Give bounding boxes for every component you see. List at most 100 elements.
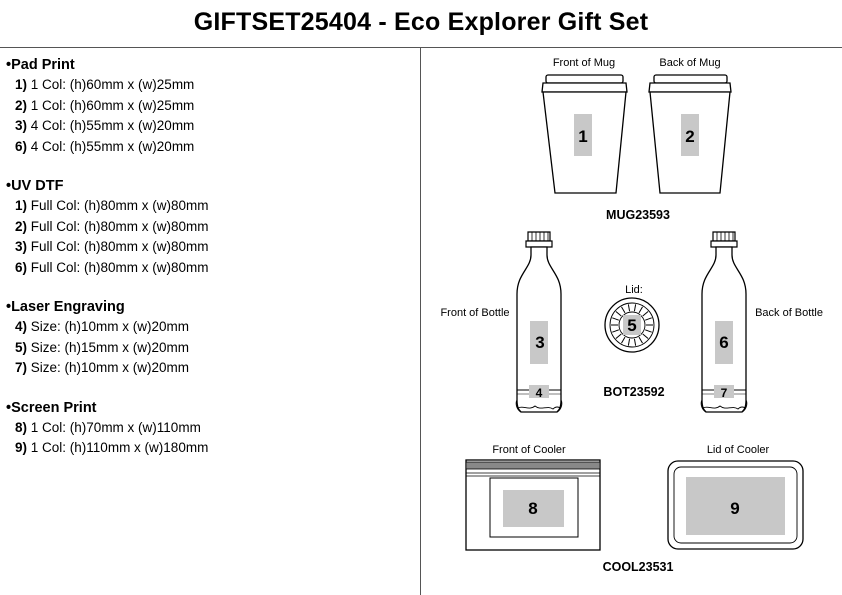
- lid-ridge: [612, 329, 620, 333]
- position-number: 1): [15, 198, 28, 213]
- spec-text: Full Col: (h)80mm x (w)80mm: [30, 198, 209, 213]
- spec-row: 9) 1 Col: (h)110mm x (w)180mm: [6, 438, 411, 459]
- print-area-8: [503, 490, 564, 527]
- mug-front-label: Front of Mug: [553, 57, 615, 69]
- print-area-number: 8: [528, 499, 537, 518]
- print-area-number: 5: [627, 316, 636, 335]
- print-area-4: [529, 385, 549, 398]
- print-area-number: 7: [721, 386, 728, 400]
- lid-ridge: [627, 338, 631, 346]
- position-number: 1): [15, 77, 28, 92]
- bottle-front: 3 4: [515, 231, 563, 413]
- position-number: 7): [15, 360, 28, 375]
- lid-ridge: [612, 317, 620, 321]
- lid-ridge: [633, 304, 637, 312]
- position-number: 5): [15, 339, 28, 355]
- print-area-5: [623, 315, 641, 335]
- bullet: •: [6, 57, 12, 73]
- spec-text: Full Col: (h)80mm x (w)80mm: [30, 239, 209, 254]
- print-area-number: 9: [730, 499, 739, 518]
- lid-ridge: [642, 311, 649, 317]
- position-number: 8): [15, 419, 28, 435]
- print-area-7: [714, 385, 734, 398]
- print-area-9: [686, 477, 785, 535]
- cooler-product-code: COOL23531: [603, 560, 674, 574]
- bottle-front-label: Front of Bottle: [440, 307, 509, 319]
- spec-row: 1) 1 Col: (h)60mm x (w)25mm: [6, 75, 411, 96]
- bottle-back: 6 7: [700, 231, 748, 413]
- print-area-number: 3: [535, 333, 544, 352]
- section-name: UV DTF: [11, 178, 64, 194]
- bullet: •: [6, 299, 12, 315]
- spec-row: 2) Full Col: (h)80mm x (w)80mm: [6, 217, 411, 238]
- section-pad-print: •Pad Print 1) 1 Col: (h)60mm x (w)25mm 2…: [6, 55, 411, 157]
- print-area-number: 4: [536, 386, 543, 400]
- section-uv-dtf: •UV DTF 1) Full Col: (h)80mm x (w)80mm 2…: [6, 176, 411, 278]
- page-title: GIFTSET25404 - Eco Explorer Gift Set: [193, 8, 649, 36]
- bullet: •: [6, 399, 12, 416]
- spec-text: Full Col: (h)80mm x (w)80mm: [30, 218, 209, 234]
- spec-text: 4 Col: (h)55mm x (w)20mm: [30, 138, 195, 154]
- lid-ridge: [638, 306, 643, 314]
- lid-label: Lid:: [625, 284, 643, 296]
- print-area-number: 1: [578, 127, 587, 146]
- mug-product-code: MUG23593: [606, 208, 670, 222]
- section-heading: •UV DTF: [6, 176, 411, 196]
- spec-text: Full Col: (h)80mm x (w)80mm: [30, 259, 209, 275]
- lid-ridge: [621, 306, 626, 314]
- mug-front: 1: [541, 74, 628, 194]
- lid-ridge: [633, 338, 637, 346]
- section-name: Screen Print: [11, 399, 97, 416]
- spec-text: 1 Col: (h)60mm x (w)25mm: [30, 77, 195, 92]
- spec-row: 6) 4 Col: (h)55mm x (w)20mm: [6, 137, 411, 158]
- spec-text: Size: (h)10mm x (w)20mm: [30, 360, 190, 375]
- position-number: 3): [15, 118, 28, 133]
- header-divider: [0, 47, 842, 48]
- position-number: 6): [15, 138, 28, 154]
- section-heading: •Laser Engraving: [6, 297, 411, 317]
- section-screen-print: •Screen Print 8) 1 Col: (h)70mm x (w)110…: [6, 398, 411, 459]
- position-number: 6): [15, 259, 28, 275]
- lid-ridge: [627, 304, 631, 312]
- spec-row: 3) Full Col: (h)80mm x (w)80mm: [6, 237, 411, 258]
- cooler-front: 8: [465, 459, 601, 551]
- print-area-number: 6: [719, 333, 728, 352]
- spec-row: 1) Full Col: (h)80mm x (w)80mm: [6, 196, 411, 217]
- section-name: Laser Engraving: [11, 299, 125, 315]
- spec-text: 1 Col: (h)60mm x (w)25mm: [30, 97, 195, 113]
- spec-text: 4 Col: (h)55mm x (w)20mm: [30, 118, 195, 133]
- print-area-1: [574, 114, 592, 156]
- position-number: 2): [15, 97, 28, 113]
- spec-row: 4) Size: (h)10mm x (w)20mm: [6, 317, 411, 338]
- lid-ridge: [615, 311, 622, 317]
- bottle-product-code: BOT23592: [603, 385, 664, 399]
- cooler-lid: 9: [667, 460, 804, 550]
- spec-text: Size: (h)15mm x (w)20mm: [30, 339, 190, 355]
- cooler-lid-label: Lid of Cooler: [707, 444, 770, 456]
- column-divider: [420, 48, 421, 595]
- lid-ridge: [615, 333, 622, 339]
- spec-row: 6) Full Col: (h)80mm x (w)80mm: [6, 258, 411, 279]
- print-area-6: [715, 321, 733, 364]
- spec-text: 1 Col: (h)110mm x (w)180mm: [30, 440, 209, 455]
- section-heading: •Screen Print: [6, 398, 411, 418]
- section-laser-engraving: •Laser Engraving 4) Size: (h)10mm x (w)2…: [6, 297, 411, 379]
- mug-back: 2: [648, 74, 732, 194]
- lid-ridge: [621, 336, 626, 344]
- spec-text: Size: (h)10mm x (w)20mm: [30, 319, 190, 334]
- spec-row: 5) Size: (h)15mm x (w)20mm: [6, 338, 411, 359]
- decoration-spec-list: •Pad Print 1) 1 Col: (h)60mm x (w)25mm 2…: [6, 55, 411, 478]
- product-diagram: Front of Mug Back of Mug 1 2 MUG23593 Fr…: [440, 57, 822, 574]
- bullet: •: [6, 178, 12, 194]
- lid-ridge: [638, 336, 643, 344]
- bottle-lid: Lid: 5: [604, 284, 660, 353]
- position-number: 9): [15, 440, 28, 455]
- spec-row: 3) 4 Col: (h)55mm x (w)20mm: [6, 116, 411, 137]
- cooler-front-label: Front of Cooler: [492, 444, 566, 456]
- spec-row: 7) Size: (h)10mm x (w)20mm: [6, 358, 411, 379]
- print-area-number: 2: [685, 127, 694, 146]
- section-name: Pad Print: [11, 57, 75, 73]
- position-number: 4): [15, 319, 28, 334]
- lid-ridge: [644, 329, 652, 333]
- position-number: 3): [15, 239, 28, 254]
